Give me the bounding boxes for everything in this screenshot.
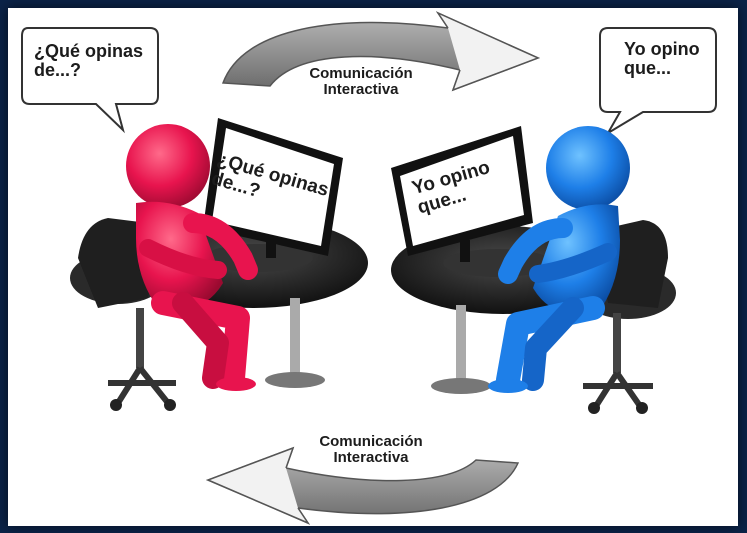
right-monitor-icon (391, 126, 533, 262)
bottom-caption: Comunicación Interactiva (319, 433, 423, 466)
right-person-figure-icon (488, 126, 630, 393)
left-person-figure-icon (126, 124, 258, 391)
diagram-artwork (21, 11, 717, 525)
bottom-circular-arrow-icon (205, 446, 520, 525)
left-monitor-icon (203, 118, 343, 258)
top-caption: Comunicación Interactiva (309, 65, 413, 98)
illustration-frame: ¿Qué opinas de...? Yo opino que... ¿Qué … (8, 8, 738, 526)
top-circular-arrow-icon (221, 11, 540, 92)
left-bubble-text: ¿Qué opinas de...? (34, 41, 144, 80)
left-speech-bubble-icon (21, 27, 159, 134)
right-bubble-text: Yo opino que... (624, 39, 700, 78)
right-speech-bubble-icon (599, 27, 717, 136)
